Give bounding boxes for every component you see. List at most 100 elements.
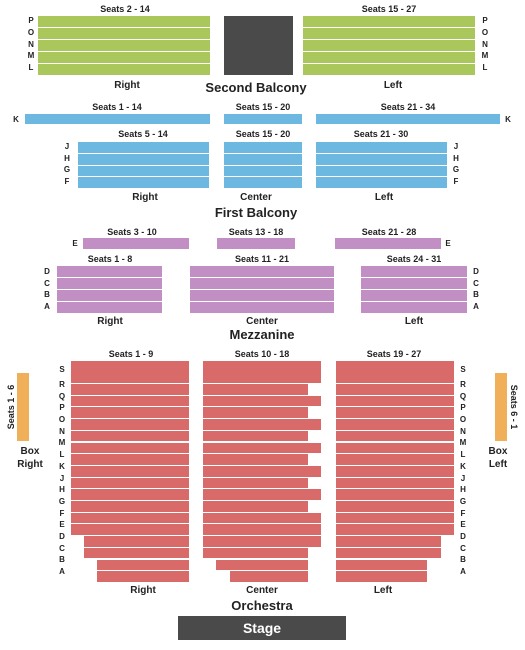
seat-row-q[interactable] <box>336 395 454 407</box>
seat-row[interactable] <box>224 177 302 188</box>
seat-row-j[interactable] <box>71 477 189 489</box>
seat-row[interactable] <box>303 28 475 39</box>
seat-row[interactable] <box>190 278 334 289</box>
seat-row-e[interactable] <box>203 524 321 536</box>
seat-row-m[interactable] <box>203 442 321 454</box>
seat-row-f[interactable] <box>203 512 321 524</box>
seat-row-k[interactable] <box>203 465 321 477</box>
mezzanine-right-section[interactable] <box>57 266 162 313</box>
seat-row-j[interactable] <box>203 477 308 489</box>
seat-row-n[interactable] <box>203 430 308 442</box>
seat-row-c[interactable] <box>203 547 308 559</box>
seat-row-l[interactable] <box>203 454 308 465</box>
seat-row-b[interactable] <box>216 559 308 571</box>
seat-row-n[interactable] <box>71 430 189 442</box>
seat-row-m[interactable] <box>71 442 189 454</box>
seat-row[interactable] <box>303 16 475 27</box>
seat-row-a[interactable] <box>97 571 189 582</box>
seat-row-f[interactable] <box>71 512 189 524</box>
seat-row[interactable] <box>57 278 162 289</box>
seat-row-a[interactable] <box>336 571 427 582</box>
first-balcony-center-section[interactable] <box>224 142 302 188</box>
seat-row-f[interactable] <box>336 512 454 524</box>
seat-row-s[interactable] <box>336 361 454 383</box>
seat-row-a[interactable] <box>230 571 308 582</box>
seat-row[interactable] <box>361 278 467 289</box>
seat-row-b[interactable] <box>336 559 427 571</box>
seat-row-o[interactable] <box>336 419 454 430</box>
seat-row-e[interactable] <box>71 524 189 536</box>
seat-row-p[interactable] <box>203 407 308 419</box>
seat-row[interactable] <box>224 165 302 177</box>
second-balcony-left-section[interactable] <box>303 16 475 75</box>
seat-row-q[interactable] <box>71 395 189 407</box>
seat-row-k[interactable] <box>336 465 454 477</box>
seat-row-o[interactable] <box>203 419 321 430</box>
seat-row[interactable] <box>38 64 210 75</box>
seat-row[interactable] <box>57 302 162 313</box>
row-e-left-section[interactable] <box>335 238 441 249</box>
seat-row-g[interactable] <box>203 501 308 512</box>
seat-row[interactable] <box>316 153 447 165</box>
seat-row[interactable] <box>303 64 475 75</box>
seat-row-r[interactable] <box>203 384 308 395</box>
row-k-left-section[interactable] <box>316 114 500 124</box>
seat-row-p[interactable] <box>71 407 189 419</box>
seat-row-l[interactable] <box>71 454 189 465</box>
seat-row-h[interactable] <box>203 489 321 500</box>
seat-row-d[interactable] <box>203 536 321 547</box>
seat-row[interactable] <box>78 153 209 165</box>
seat-row[interactable] <box>190 290 334 301</box>
first-balcony-left-section[interactable] <box>316 142 447 188</box>
seat-row[interactable] <box>78 142 209 153</box>
seat-row-p[interactable] <box>336 407 454 419</box>
seat-row[interactable] <box>303 40 475 51</box>
seat-row[interactable] <box>57 266 162 277</box>
seat-row[interactable] <box>38 28 210 39</box>
seat-row[interactable] <box>78 177 209 188</box>
box-right-section[interactable] <box>17 373 29 441</box>
first-balcony-right-section[interactable] <box>78 142 209 188</box>
row-k-right-section[interactable] <box>25 114 210 124</box>
seat-row[interactable] <box>303 52 475 63</box>
seat-row-c[interactable] <box>84 547 189 559</box>
seat-row[interactable] <box>57 290 162 301</box>
seat-row-g[interactable] <box>336 501 454 512</box>
seat-row-b[interactable] <box>97 559 189 571</box>
seat-row[interactable] <box>316 177 447 188</box>
seat-row-s[interactable] <box>203 361 321 383</box>
seat-row[interactable] <box>224 142 302 153</box>
seat-row[interactable] <box>38 40 210 51</box>
seat-row-d[interactable] <box>336 536 441 547</box>
seat-row[interactable] <box>190 302 334 313</box>
seat-row-h[interactable] <box>336 489 454 500</box>
seat-row-j[interactable] <box>336 477 454 489</box>
seat-row-s[interactable] <box>71 361 189 383</box>
row-k-center-section[interactable] <box>224 114 302 124</box>
seat-row[interactable] <box>38 52 210 63</box>
seat-row[interactable] <box>361 290 467 301</box>
second-balcony-right-section[interactable] <box>38 16 210 75</box>
mezzanine-left-section[interactable] <box>361 266 467 313</box>
seat-row-d[interactable] <box>84 536 189 547</box>
seat-row-h[interactable] <box>71 489 189 500</box>
seat-row[interactable] <box>316 142 447 153</box>
seat-row-o[interactable] <box>71 419 189 430</box>
seat-row-r[interactable] <box>336 384 454 395</box>
seat-row-m[interactable] <box>336 442 454 454</box>
seat-row[interactable] <box>78 165 209 177</box>
mezzanine-center-section[interactable] <box>190 266 334 313</box>
seat-row[interactable] <box>190 266 334 277</box>
row-e-right-section[interactable] <box>83 238 189 249</box>
seat-row[interactable] <box>361 266 467 277</box>
seat-row-c[interactable] <box>336 547 441 559</box>
seat-row[interactable] <box>316 165 447 177</box>
row-e-center-section[interactable] <box>217 238 295 249</box>
seat-row-l[interactable] <box>336 454 454 465</box>
seat-row-k[interactable] <box>71 465 189 477</box>
seat-row-n[interactable] <box>336 430 454 442</box>
seat-row[interactable] <box>224 153 302 165</box>
seat-row[interactable] <box>361 302 467 313</box>
seat-row-g[interactable] <box>71 501 189 512</box>
seat-row[interactable] <box>38 16 210 27</box>
